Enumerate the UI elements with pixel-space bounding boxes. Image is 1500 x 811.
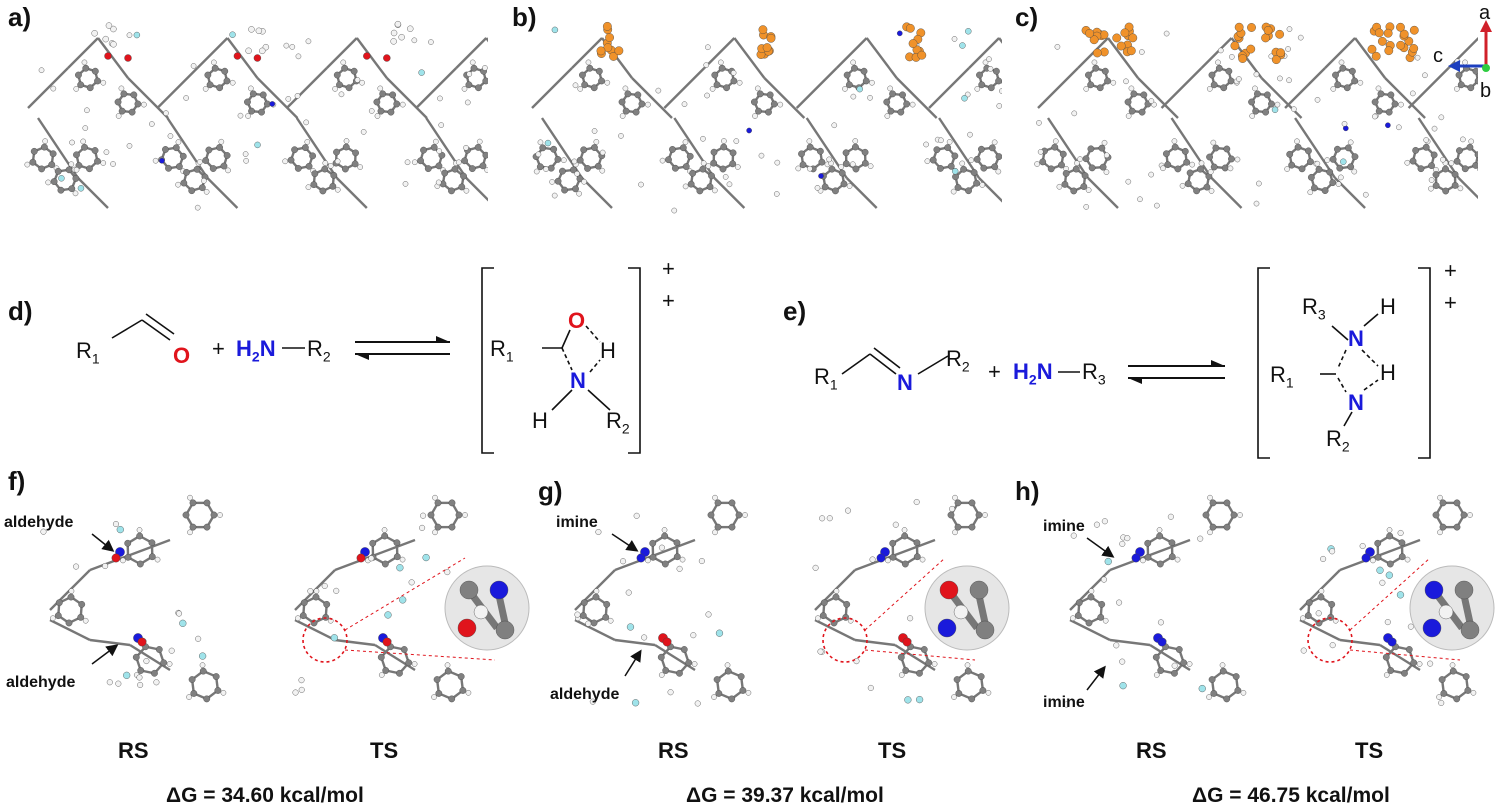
panel-label-d: d) [8,296,33,326]
caption-g-ts: TS [878,738,907,763]
scheme-d-ts-nitrogen: N [570,368,586,393]
framework-structure-a [24,20,488,211]
scheme-e-amine: H2N [1013,359,1053,388]
caption-f-ts: TS [370,738,399,763]
axis-indicator [1448,20,1492,72]
scheme-d-charge-1: + [662,256,675,281]
framework-structure-b [531,21,1002,214]
panel-label-e: e) [783,296,807,326]
model-f-ts [292,494,530,703]
panel-label-f: f) [8,466,26,496]
scheme-e-ts-h2: H [1380,360,1396,385]
scheme-d-r2: R2 [307,336,331,365]
scheme-d-charge-2: + [662,288,675,313]
caption-h-rs: RS [1136,738,1167,763]
scheme-d-ts-r2: R2 [606,408,630,437]
axis-label-c: c [1433,45,1443,67]
scheme-e-r2: R2 [946,346,970,375]
framework-structure-c [1034,22,1478,210]
model-h-ts [1299,494,1495,706]
annotation-h-bottom: imine [1043,694,1085,711]
model-h-rs [1063,494,1247,708]
delta-g-g: ΔG = 39.37 kcal/mol [686,784,884,807]
scheme-d-amine: H2N [236,336,276,365]
model-g-rs [574,494,752,707]
annotation-f-top: aldehyde [4,514,74,531]
scheme-e-ts-h1: H [1380,294,1396,319]
scheme-d-oxygen: O [173,343,191,368]
annotation-h-top: imine [1043,518,1085,535]
scheme-d-ts-h2: H [532,408,548,433]
panel-label-c: c) [1015,2,1039,32]
scheme-e-r3: R3 [1082,359,1106,388]
annotation-f-bottom: aldehyde [6,674,76,691]
caption-f-rs: RS [118,738,149,763]
delta-g-h: ΔG = 46.75 kcal/mol [1192,784,1390,807]
scheme-e-nitrogen: N [897,370,913,395]
caption-g-rs: RS [658,738,689,763]
panel-label-a: a) [8,2,32,32]
scheme-d-ts-r1: R1 [490,336,514,365]
scheme-e-bonds [841,267,1431,459]
panel-label-g: g) [538,476,563,506]
scheme-e-charge-1: + [1444,258,1457,283]
scheme-d-r1: R1 [76,338,100,367]
panel-label-b: b) [512,2,537,32]
scheme-e-ts-n1: N [1348,326,1364,351]
axis-label-b: b [1480,80,1492,102]
annotation-g-bottom: aldehyde [550,686,620,703]
annotation-g-top: imine [556,514,598,531]
scheme-d-plus: + [212,336,225,361]
scheme-d-ts-h: H [600,338,616,363]
scheme-e-ts-r2: R2 [1326,426,1350,455]
scheme-e-ts-r1: R1 [1270,362,1294,391]
scheme-e-ts-n2: N [1348,390,1364,415]
scheme-e-charge-2: + [1444,290,1457,315]
model-f-rs [40,494,227,703]
axis-label-a: a [1479,2,1491,24]
scheme-d-bonds [111,267,641,454]
scheme-e-plus: + [988,359,1001,384]
model-g-ts [812,494,1010,704]
caption-h-ts: TS [1355,738,1384,763]
scheme-e-r1: R1 [814,364,838,393]
delta-g-f: ΔG = 34.60 kcal/mol [166,784,364,807]
scheme-e-ts-r3: R3 [1302,294,1326,323]
scheme-d-ts-oxygen: O [568,308,586,333]
panel-label-h: h) [1015,476,1040,506]
